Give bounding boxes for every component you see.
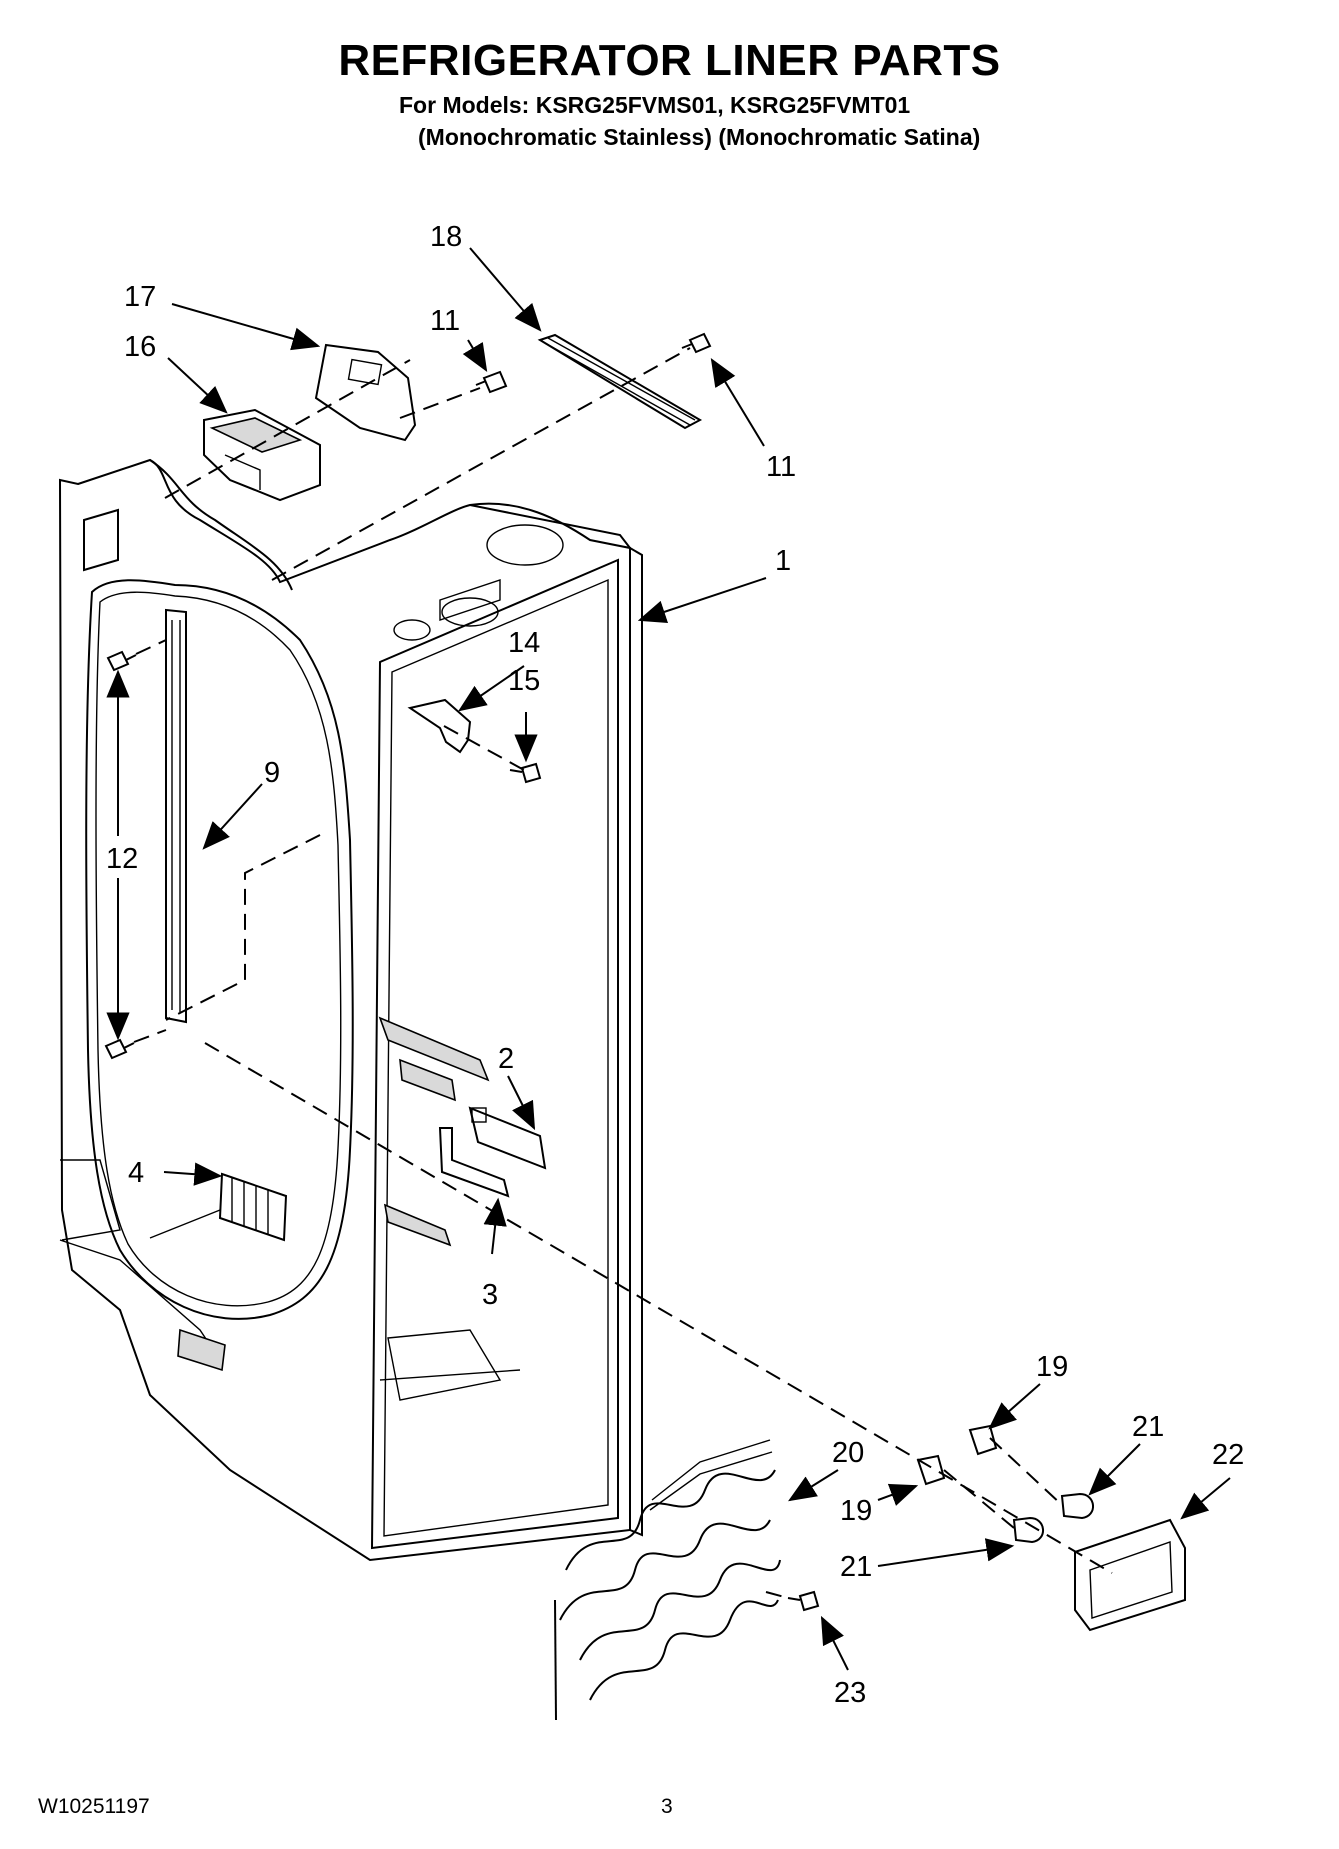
callout-19-lower: 19	[840, 1495, 872, 1527]
callout-11-left: 11	[430, 305, 460, 337]
screw-12-top	[106, 650, 137, 672]
damper-control	[203, 408, 321, 502]
callout-15: 15	[508, 665, 540, 697]
callout-1: 1	[775, 545, 791, 577]
screw-12-bottom	[104, 1038, 135, 1060]
document-number: W10251197	[38, 1795, 150, 1818]
bulb-upper	[1060, 1492, 1094, 1520]
bracket-14	[407, 698, 472, 754]
models-line: For Models: KSRG25FVMS01, KSRG25FVMT01	[399, 92, 911, 118]
callout-16: 16	[124, 331, 156, 363]
callout-19-upper: 19	[1036, 1351, 1068, 1383]
page-title: REFRIGERATOR LINER PARTS	[338, 36, 1001, 85]
assembly-lines	[133, 347, 1113, 1599]
screw-15	[509, 762, 542, 784]
callout-2: 2	[498, 1043, 514, 1075]
shelf-rail	[165, 608, 187, 1024]
evaporator-coil	[554, 1439, 781, 1721]
page-number: 3	[661, 1795, 673, 1818]
callout-20: 20	[832, 1437, 864, 1469]
screw-11-right	[681, 332, 712, 354]
variants-line: (Monochromatic Stainless) (Monochromatic…	[418, 124, 981, 150]
callout-4: 4	[128, 1157, 144, 1189]
callout-21-upper: 21	[1132, 1411, 1164, 1443]
callout-22: 22	[1212, 1439, 1244, 1471]
callout-11-right: 11	[766, 451, 796, 483]
callout-21-lower: 21	[840, 1551, 872, 1583]
callout-18: 18	[430, 221, 462, 253]
callout-9: 9	[264, 757, 280, 789]
screw-11-left	[475, 370, 508, 394]
leader-arrows	[106, 247, 1231, 1671]
callout-23: 23	[834, 1677, 866, 1709]
screw-23	[787, 1590, 820, 1612]
light-socket-upper	[968, 1424, 998, 1456]
shelf-support-3	[438, 1127, 510, 1198]
liner-cabinet	[58, 458, 643, 1562]
air-grille	[218, 1172, 288, 1242]
callout-14: 14	[508, 627, 540, 659]
callout-17: 17	[124, 281, 156, 313]
callout-12: 12	[106, 843, 138, 875]
damper-bracket	[314, 343, 417, 442]
light-shield	[1074, 1518, 1186, 1632]
light-socket-lower	[916, 1454, 946, 1486]
bulb-lower	[1012, 1516, 1044, 1544]
trim-strip	[537, 333, 703, 430]
callout-3: 3	[482, 1279, 498, 1311]
shelf-support-2	[468, 1106, 547, 1170]
